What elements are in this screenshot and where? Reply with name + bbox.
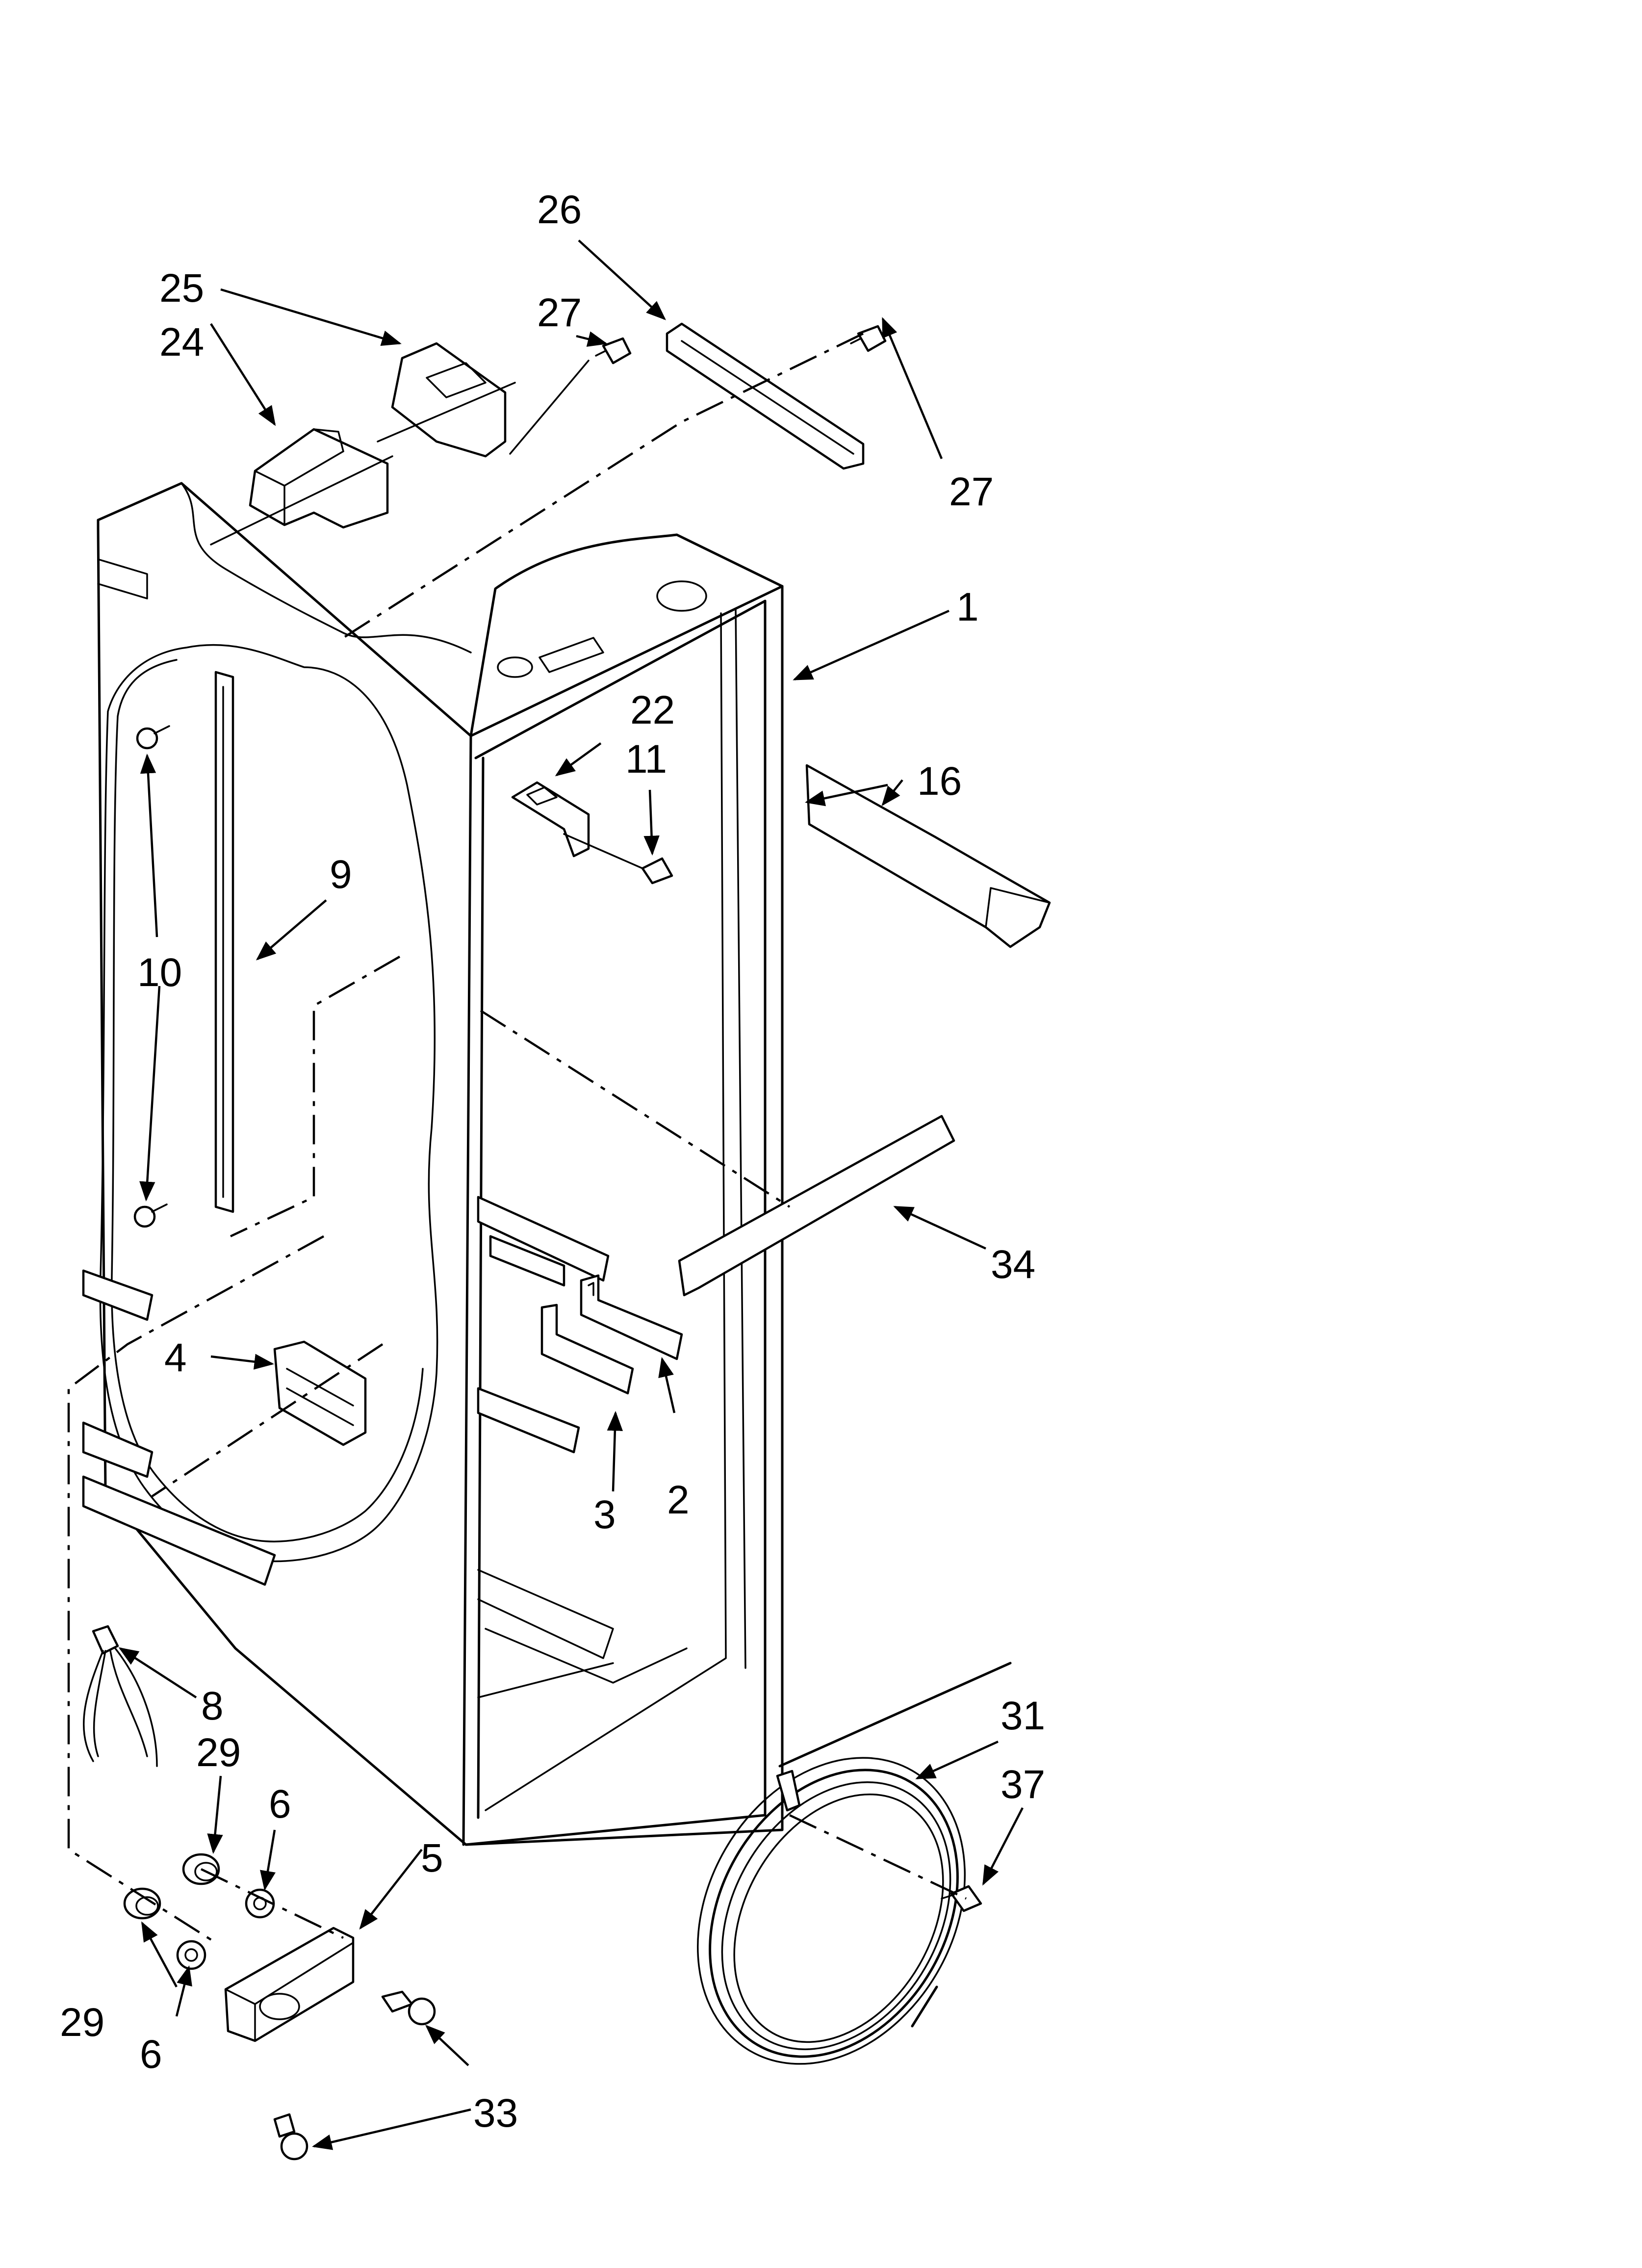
- part-10-screw-top: [136, 725, 170, 750]
- label-part-25: 25: [159, 266, 204, 311]
- label-part-33: 33: [473, 2091, 518, 2136]
- label-part-37: 37: [1001, 1762, 1045, 1807]
- part-5-housing: [224, 1927, 355, 2042]
- part-10-screw-bottom: [133, 1203, 168, 1228]
- label-part-4: 4: [164, 1335, 187, 1380]
- label-part-6-upper: 6: [269, 1782, 291, 1826]
- label-part-29-lower: 29: [60, 2000, 104, 2045]
- label-part-29-upper: 29: [196, 1730, 241, 1775]
- label-part-5: 5: [421, 1836, 443, 1880]
- label-part-24: 24: [159, 320, 204, 365]
- cabinet-liner: [82, 482, 784, 1846]
- part-labels: 1 2 3 4 5 6 6 8 9 10 11 16 22 24 25 26 2…: [60, 187, 1045, 2136]
- label-part-22: 22: [630, 688, 675, 732]
- label-part-31: 31: [1001, 1694, 1045, 1738]
- part-4-control: [273, 1340, 367, 1446]
- part-3-bracket: [540, 1303, 634, 1395]
- part-33-fastener-lower: [273, 2113, 308, 2161]
- part-29-knob-lower: [123, 1887, 161, 1920]
- part-11-screw: [641, 857, 673, 885]
- part-2-bracket: [580, 1274, 683, 1360]
- label-part-3: 3: [593, 1492, 616, 1537]
- label-part-9: 9: [330, 852, 352, 897]
- label-part-26: 26: [537, 187, 582, 232]
- label-part-11: 11: [625, 737, 667, 782]
- part-22-bracket: [511, 781, 590, 858]
- label-part-16: 16: [917, 759, 962, 804]
- label-part-10: 10: [137, 950, 182, 995]
- part-26-channel: [666, 322, 865, 470]
- label-part-8: 8: [201, 1684, 224, 1728]
- part-31-tube-coil: [697, 1662, 1012, 2065]
- label-part-6-lower: 6: [140, 2032, 162, 2077]
- label-part-34: 34: [991, 1242, 1035, 1287]
- label-part-1: 1: [956, 585, 979, 629]
- leader-arrows: [118, 239, 1024, 2150]
- part-27-screw-right: [850, 325, 887, 352]
- part-34-rail: [678, 1115, 955, 1297]
- alignment-lines: [67, 332, 967, 1944]
- part-25-cover: [391, 342, 507, 458]
- part-24-housing: [249, 428, 389, 529]
- part-6-gear-lower: [176, 1940, 206, 1970]
- label-part-2: 2: [667, 1478, 690, 1522]
- part-8-harness: [83, 1625, 158, 1767]
- part-33-fastener-upper: [381, 1990, 436, 2026]
- part-27-screw-left: [595, 337, 632, 365]
- label-part-27-right: 27: [949, 469, 994, 514]
- label-part-27-left: 27: [537, 290, 582, 335]
